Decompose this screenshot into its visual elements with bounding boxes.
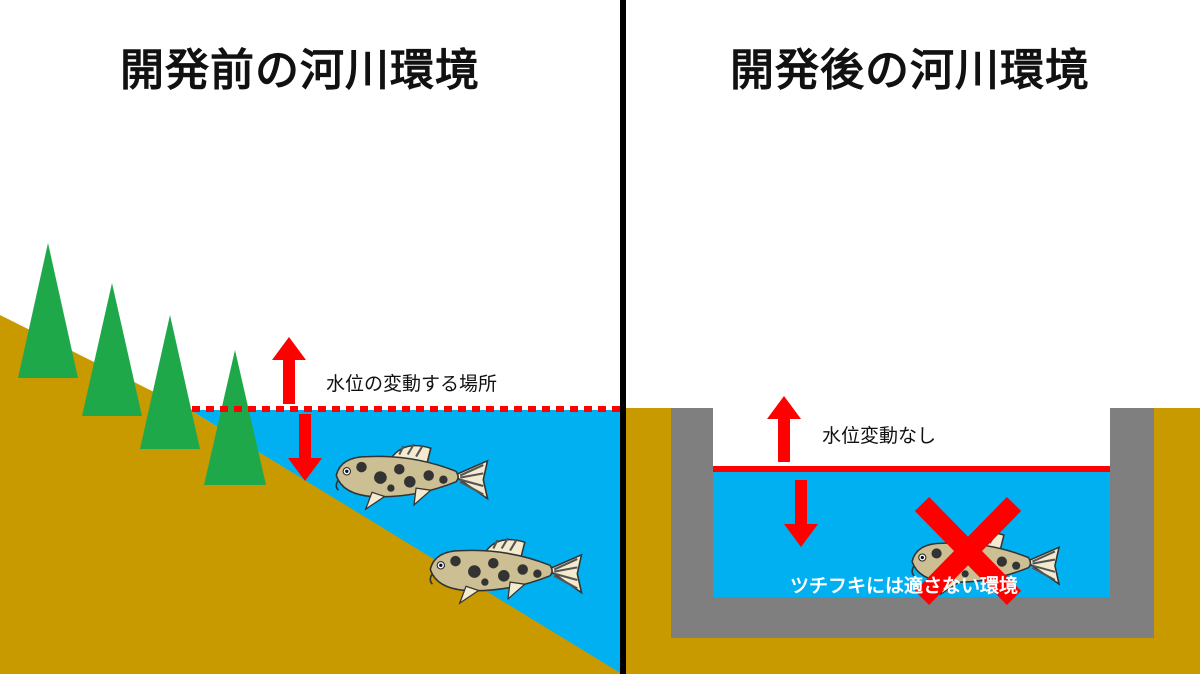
unsuitable-label: ツチフキには適さない環境 xyxy=(790,575,1019,597)
tree-icon xyxy=(204,350,266,485)
right-water-label: 水位変動なし xyxy=(822,425,937,447)
up-arrow-icon xyxy=(272,337,306,404)
tree-icon xyxy=(140,315,200,449)
cross-icon xyxy=(914,497,1022,605)
concrete-channel xyxy=(671,408,1154,638)
right-water-level-line xyxy=(713,466,1110,472)
up-arrow-icon xyxy=(767,396,801,462)
right-water xyxy=(713,470,1110,597)
down-arrow-icon xyxy=(784,480,818,547)
tree-icon xyxy=(82,283,142,416)
panel-divider xyxy=(620,0,626,674)
left-panel-title: 開発前の河川環境 xyxy=(120,45,480,96)
left-water-label: 水位の変動する場所 xyxy=(326,373,498,395)
tree-icon xyxy=(18,243,78,378)
right-panel-title: 開発後の河川環境 xyxy=(730,45,1090,96)
down-arrow-icon xyxy=(288,414,322,481)
